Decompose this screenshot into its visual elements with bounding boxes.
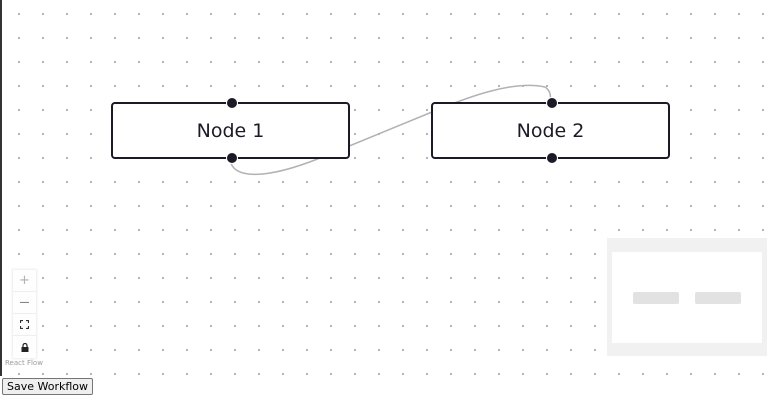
flow-minimap[interactable] <box>607 238 767 356</box>
flow-node-1[interactable]: Node 1 <box>111 97 350 164</box>
node-2-source-handle[interactable] <box>546 152 558 164</box>
minus-icon: — <box>19 296 30 308</box>
save-workflow-button[interactable]: Save Workflow <box>2 378 94 395</box>
flow-node-2[interactable]: Node 2 <box>431 97 670 164</box>
canvas-left-border <box>0 0 2 376</box>
zoom-in-button[interactable]: + <box>13 270 36 292</box>
plus-icon: + <box>19 273 30 288</box>
lock-icon <box>21 342 28 352</box>
node-1-source-handle[interactable] <box>226 152 238 164</box>
fit-view-icon <box>20 320 29 329</box>
minimap-node <box>695 292 741 304</box>
node-label: Node 1 <box>196 119 265 142</box>
node-2-target-handle[interactable] <box>546 97 558 109</box>
minimap-node <box>633 292 679 304</box>
zoom-out-button[interactable]: — <box>13 292 36 314</box>
node-label: Node 2 <box>516 119 585 142</box>
lock-button[interactable] <box>13 336 36 358</box>
flow-controls: + — <box>13 270 36 358</box>
react-flow-attribution[interactable]: React Flow <box>5 359 43 367</box>
node-1-target-handle[interactable] <box>226 97 238 109</box>
fit-view-button[interactable] <box>13 314 36 336</box>
